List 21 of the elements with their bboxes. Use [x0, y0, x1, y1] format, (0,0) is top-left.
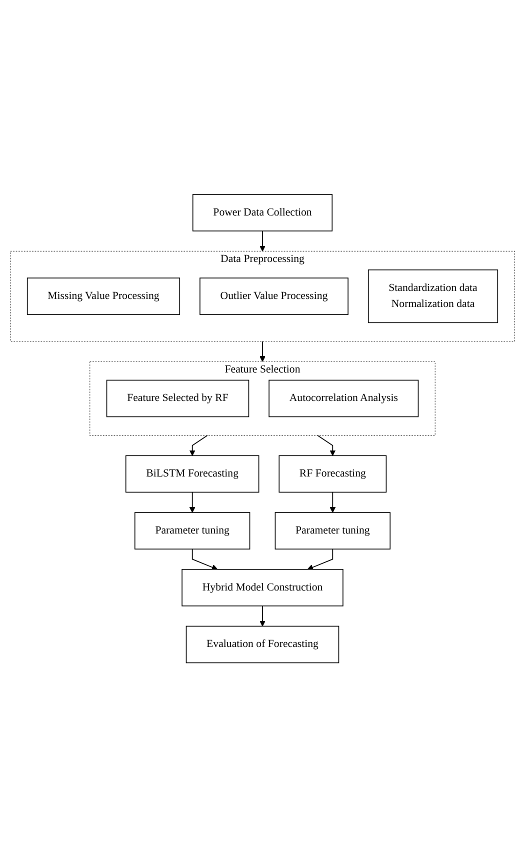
node-box: Hybrid Model Construction — [182, 568, 344, 606]
arrow — [260, 340, 266, 362]
node-box: Parameter tuning — [134, 512, 250, 550]
node-box: Feature Selected by RF — [106, 380, 250, 418]
node-box: Evaluation of Forecasting — [186, 626, 340, 664]
node-box: BiLSTM Forecasting — [125, 455, 260, 493]
node-box: RF Forecasting — [278, 455, 387, 493]
arrow — [192, 548, 218, 570]
node-box: Missing Value Processing — [26, 278, 180, 315]
node-box: Standardization data Normalization data — [368, 269, 498, 323]
node-box: Autocorrelation Analysis — [268, 380, 419, 418]
node-box: Outlier Value Processing — [200, 278, 348, 315]
arrow — [260, 230, 266, 252]
arrow — [189, 492, 196, 513]
arrow — [317, 434, 336, 456]
node-box: Power Data Collection — [192, 194, 333, 232]
arrow — [189, 434, 208, 456]
node-box: Parameter tuning — [274, 512, 390, 550]
arrow — [330, 492, 336, 513]
arrow — [260, 605, 266, 626]
arrow — [307, 548, 334, 570]
